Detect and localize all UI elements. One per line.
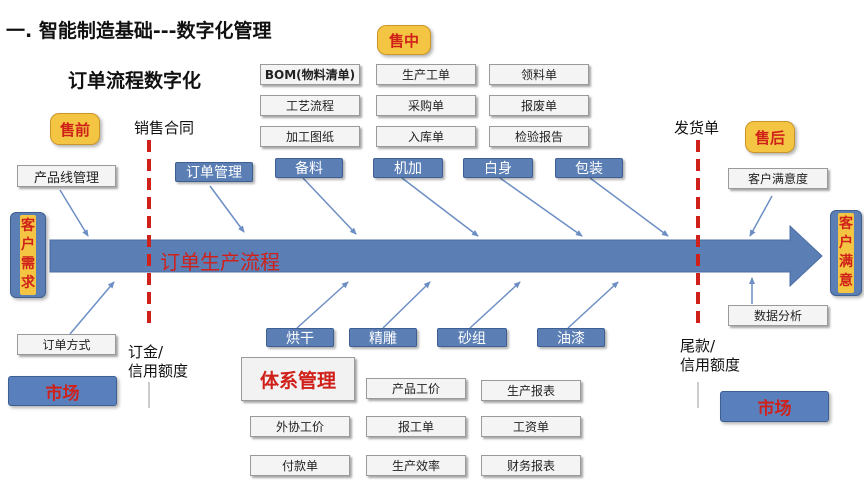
payroll-box: 工资单 [481, 416, 581, 437]
inspection-report-box: 检验报告 [489, 126, 589, 147]
page-title: 一. 智能制造基础---数字化管理 [6, 20, 272, 42]
warehouse-receipt-box: 入库单 [376, 126, 476, 147]
order-production-flow-label: 订单生产流程 [160, 250, 280, 274]
stage-sanding-assembly: 砂组 [437, 328, 507, 347]
production-efficiency-box: 生产效率 [366, 455, 466, 476]
process-flow-box: 工艺流程 [260, 95, 360, 116]
stage-drying: 烘干 [266, 328, 334, 347]
product-pricing-box: 产品工价 [366, 378, 466, 399]
outsourcing-pricing-box: 外协工价 [250, 416, 350, 437]
stage-painting: 油漆 [537, 328, 605, 347]
page-subtitle: 订单流程数字化 [68, 70, 202, 92]
production-work-order-box: 生产工单 [376, 64, 476, 85]
customer-satisfaction-survey-box: 客户满意度 [728, 168, 828, 189]
data-analysis-box: 数据分析 [728, 305, 828, 326]
work-report-box: 报工单 [366, 416, 466, 437]
order-method-box: 订单方式 [17, 334, 116, 355]
after-sale-badge: 售后 [745, 121, 795, 153]
final-payment-label-line2: 信用额度 [680, 356, 741, 374]
stage-order-management: 订单管理 [175, 162, 253, 182]
stage-material-prep: 备料 [275, 158, 343, 178]
payment-voucher-box: 付款单 [250, 455, 350, 476]
bom-box: BOM(物料清单) [260, 64, 360, 85]
customer-satisfaction-box: 客 户 满 意 [830, 210, 862, 296]
customer-need-box: 客 户 需 求 [10, 212, 46, 298]
financial-report-box: 财务报表 [481, 455, 581, 476]
sales-contract-label: 销售合同 [134, 119, 195, 137]
market-box-right: 市场 [720, 391, 829, 422]
delivery-note-label: 发货单 [674, 119, 720, 137]
market-box-left: 市场 [8, 376, 117, 406]
stage-fine-carving: 精雕 [349, 328, 417, 347]
stage-packaging: 包装 [555, 158, 623, 178]
purchase-order-box: 采购单 [376, 95, 476, 116]
in-sale-badge: 售中 [377, 25, 431, 55]
deposit-label-line2: 信用额度 [128, 362, 189, 380]
system-management-title: 体系管理 [241, 357, 355, 401]
scrap-report-box: 报废单 [489, 95, 589, 116]
final-payment-label-line1: 尾款/ [680, 337, 716, 355]
material-requisition-box: 领料单 [489, 64, 589, 85]
pre-sale-badge: 售前 [50, 113, 100, 145]
main-flow-arrow [49, 224, 823, 288]
stage-machining: 机加 [373, 158, 443, 178]
deposit-label-line1: 订金/ [128, 343, 164, 361]
product-line-management-box: 产品线管理 [17, 165, 116, 187]
production-report-box: 生产报表 [481, 380, 581, 401]
stage-white-body: 白身 [463, 158, 533, 178]
machining-drawing-box: 加工图纸 [260, 126, 360, 147]
